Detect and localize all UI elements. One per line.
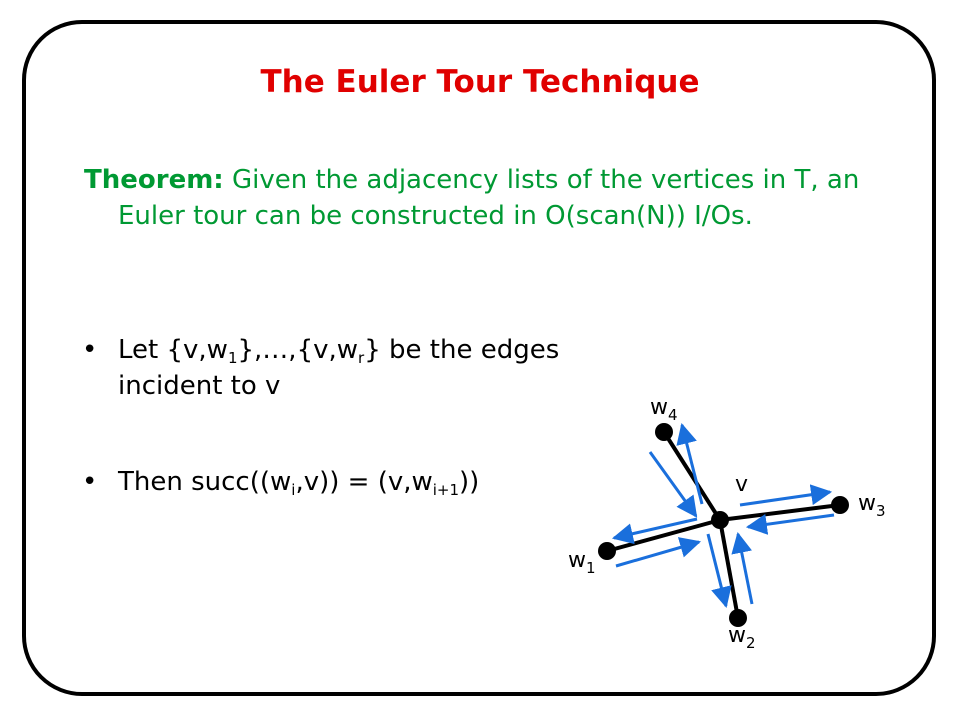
bullet-text: } be the edges incident to v (118, 335, 560, 401)
theorem-label: Theorem: (84, 165, 224, 195)
subscript: i (291, 481, 296, 499)
vertex-w3 (831, 496, 849, 514)
bullet-text: ,v)) = (v,w (295, 467, 433, 497)
theorem-text: Given the adjacency lists of the vertice… (118, 165, 860, 231)
label-w1: w1 (568, 548, 596, 577)
bullet-text: Then succ((w (118, 467, 292, 497)
edge-v-w1 (606, 518, 721, 553)
bullet-text: },…,{v,w (237, 335, 359, 365)
vertex-w4 (655, 423, 673, 441)
bullet-glyph: • (82, 467, 98, 497)
label-w3: w3 (858, 491, 886, 520)
tour-arrow (745, 513, 835, 535)
tour-arrows (611, 422, 835, 609)
slide-title: The Euler Tour Technique (260, 64, 700, 100)
vertex-w2 (729, 609, 747, 627)
tree-edges (606, 430, 841, 619)
vertices (598, 423, 849, 627)
edge-v-w4 (662, 430, 722, 522)
bullet-edges: • Let {v,w1},…,{v,wr} be the edges incide… (82, 332, 638, 404)
tour-arrow (739, 484, 833, 507)
tour-arrow (611, 517, 698, 545)
tour-arrow (731, 531, 754, 605)
vertex-v (711, 511, 729, 529)
label-w4: w4 (650, 395, 678, 424)
bullet-succ: • Then succ((wi,v)) = (v,wi+1)) (82, 464, 638, 500)
slide-frame (22, 20, 936, 696)
bullet-glyph: • (82, 335, 98, 365)
subscript: i+1 (432, 481, 460, 499)
euler-tour-diagram: v w4 w3 w1 w2 (568, 395, 886, 652)
tour-arrow (648, 451, 698, 518)
theorem-statement: Theorem: Given the adjacency lists of th… (84, 162, 898, 234)
subscript: r (358, 349, 365, 367)
edge-v-w3 (719, 503, 841, 522)
vertex-w1 (598, 542, 616, 560)
bullet-text: Let {v,w (118, 335, 228, 365)
label-v: v (735, 472, 748, 497)
subscript: 1 (227, 349, 238, 367)
tour-arrow (615, 537, 702, 568)
tour-arrow (706, 533, 732, 609)
tour-arrow (676, 422, 704, 505)
edge-v-w2 (718, 519, 740, 619)
label-w2: w2 (728, 623, 756, 652)
bullet-text: )) (459, 467, 480, 497)
